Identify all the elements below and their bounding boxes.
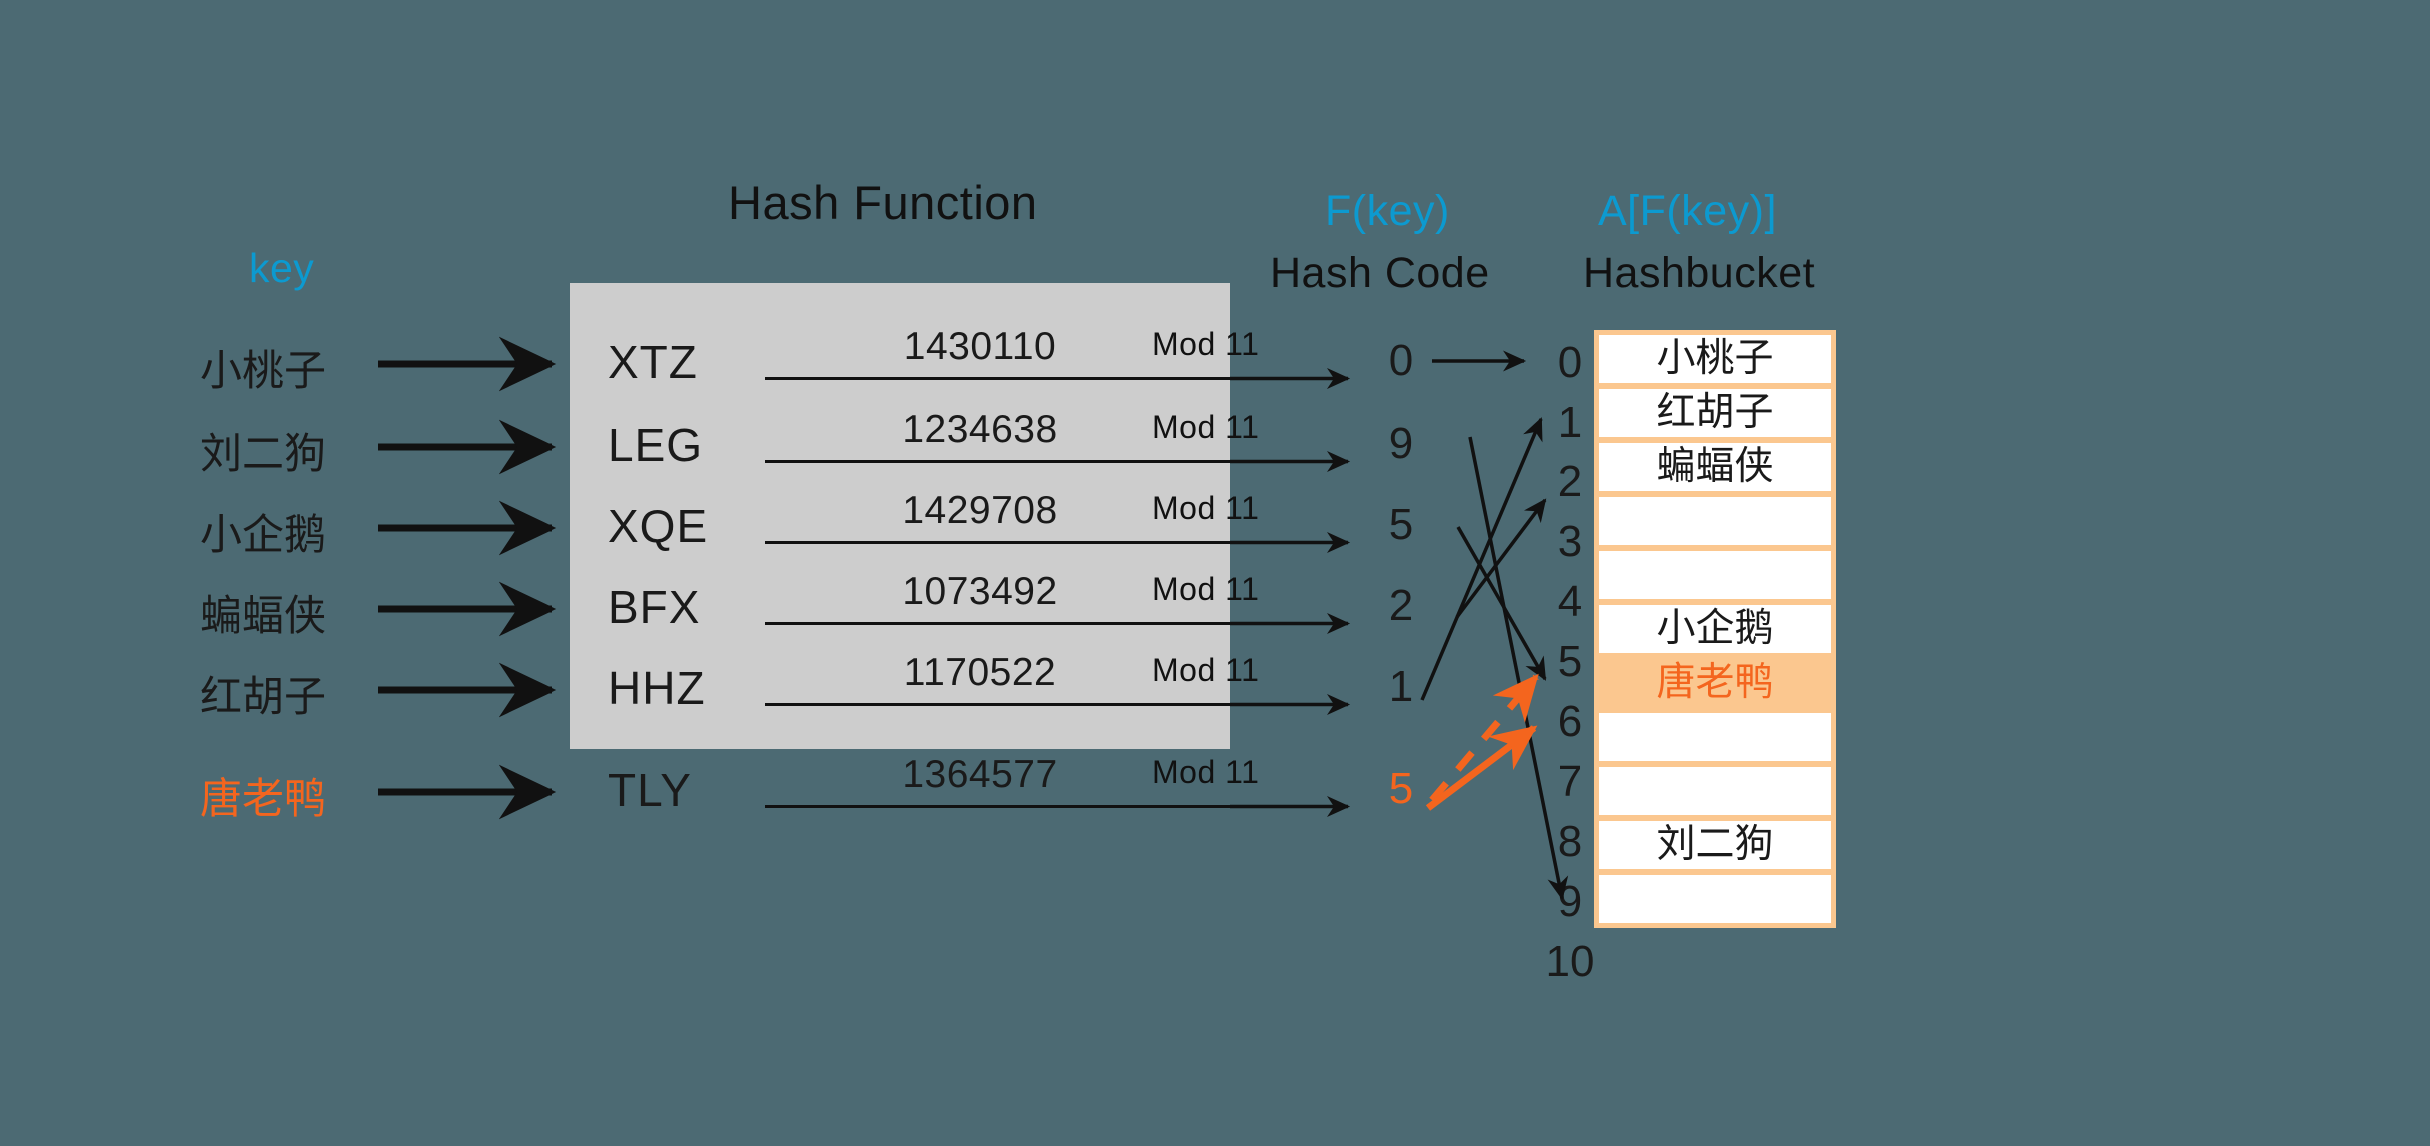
bucket-value: 唐老鸭	[1656, 660, 1774, 704]
bucket-cell[interactable]	[1599, 497, 1831, 545]
mod-label: Mod 11	[1152, 652, 1260, 688]
bucket-index: 7	[1557, 757, 1583, 806]
key-to-code-arrow	[378, 336, 557, 820]
hash-number: 1429708	[902, 489, 1058, 532]
hash-code-letters: XQE	[608, 500, 709, 552]
bucket-cell[interactable]: 小企鹅	[1599, 605, 1831, 653]
bucket-index: 3	[1557, 517, 1583, 566]
hash-code-value: 2	[1388, 581, 1414, 630]
bucket-index: 4	[1557, 577, 1583, 626]
number-rule	[765, 622, 1345, 625]
bucket-value: 小企鹅	[1656, 606, 1774, 650]
map-2-to-2	[1455, 498, 1547, 619]
hash-code-value: 9	[1388, 419, 1414, 468]
number-rule	[765, 703, 1345, 706]
key-name: 刘二狗	[200, 430, 327, 477]
bucket-index: 10	[1545, 937, 1595, 986]
hash-code-letters: BFX	[608, 581, 701, 633]
bucket-cell[interactable]: 小桃子	[1599, 335, 1831, 383]
hash-number: 1170522	[903, 651, 1057, 694]
bucket-cell[interactable]	[1599, 551, 1831, 599]
bucket-cell[interactable]	[1599, 875, 1831, 923]
map-1-to-1	[1420, 417, 1543, 701]
bucket-cell[interactable]	[1599, 713, 1831, 761]
collision-arrows	[1425, 673, 1539, 811]
hash-code-value-accent: 5	[1388, 764, 1414, 813]
bucket-cell[interactable]: 刘二狗	[1599, 821, 1831, 869]
hash-number: 1234638	[902, 408, 1058, 451]
bucket-index: 0	[1557, 338, 1583, 387]
bucket-cell[interactable]: 红胡子	[1599, 389, 1831, 437]
bucket-index: 6	[1557, 697, 1583, 746]
label-a-f-key: A[F(key)]	[1598, 187, 1777, 235]
label-hashbucket: Hashbucket	[1583, 249, 1816, 297]
hash-number: 1430110	[903, 325, 1057, 368]
hashbucket-table: 小桃子 红胡子 蝙蝠侠 小企鹅 唐老鸭 刘二狗	[1594, 330, 1836, 928]
bucket-index: 2	[1557, 457, 1583, 506]
number-rule	[765, 460, 1345, 463]
mod-label: Mod 11	[1152, 326, 1260, 362]
map-5-to-5	[1456, 526, 1547, 681]
bucket-value: 红胡子	[1656, 390, 1774, 434]
bucket-value: 刘二狗	[1656, 822, 1774, 866]
key-name: 红胡子	[200, 673, 327, 720]
number-rule	[765, 541, 1345, 544]
key-name: 小企鹅	[200, 511, 327, 558]
bucket-cell[interactable]: 蝙蝠侠	[1599, 443, 1831, 491]
hash-code-value: 1	[1388, 662, 1414, 711]
hash-code-letters: XTZ	[608, 336, 698, 388]
page-title-hash-function: Hash Function	[728, 176, 1038, 229]
key-name: 蝙蝠侠	[200, 592, 327, 639]
hash-number: 1364577	[902, 753, 1058, 796]
label-key: key	[249, 245, 315, 291]
number-rule	[765, 377, 1345, 380]
hash-number: 1073492	[902, 570, 1058, 613]
bucket-index: 5	[1557, 637, 1583, 686]
key-name-accent: 唐老鸭	[200, 775, 327, 822]
mod-label: Mod 11	[1152, 571, 1260, 607]
bucket-index: 1	[1557, 398, 1583, 447]
hash-code-letters: HHZ	[608, 662, 706, 714]
bucket-value: 蝙蝠侠	[1656, 444, 1774, 488]
collision-resolved-arrow	[1425, 725, 1538, 811]
mod-label: Mod 11	[1152, 409, 1260, 445]
bucket-value: 小桃子	[1656, 336, 1774, 380]
label-hash-code: Hash Code	[1270, 249, 1490, 297]
hash-code-value: 5	[1388, 500, 1414, 549]
hash-function-panel	[570, 283, 1230, 749]
bucket-index: 8	[1557, 817, 1583, 866]
hash-code-letters: LEG	[608, 419, 704, 471]
label-f-key: F(key)	[1325, 187, 1450, 235]
hash-code-value: 0	[1388, 336, 1414, 385]
bucket-cell[interactable]	[1599, 767, 1831, 815]
bucket-index: 9	[1557, 877, 1583, 926]
mod-label: Mod 11	[1152, 490, 1260, 526]
collision-dashed-arrow	[1429, 673, 1539, 803]
mod-label: Mod 11	[1152, 754, 1260, 790]
number-rule	[765, 805, 1345, 808]
hash-code-letters: TLY	[608, 764, 692, 816]
key-name: 小桃子	[200, 347, 327, 394]
bucket-cell-highlighted[interactable]: 唐老鸭	[1599, 659, 1831, 707]
